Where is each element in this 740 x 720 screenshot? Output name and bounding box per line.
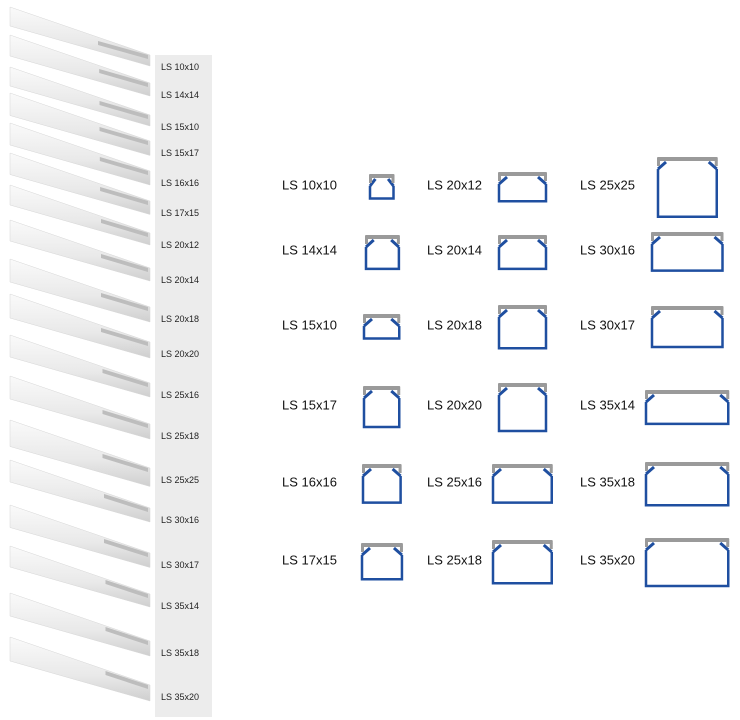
product-label: LS 20x14 bbox=[161, 275, 200, 285]
profile-label: LS 20x18 bbox=[427, 317, 482, 333]
profile-cross-section-icon bbox=[656, 156, 718, 218]
trunking-photo bbox=[9, 545, 151, 608]
trunking-photo bbox=[9, 504, 151, 568]
trunking-photo bbox=[9, 419, 151, 487]
trunking-photo bbox=[9, 258, 151, 323]
profile-cross-section-icon bbox=[369, 174, 395, 200]
profile-label: LS 30x16 bbox=[580, 242, 635, 258]
profile-cross-section-icon bbox=[650, 232, 724, 273]
trunking-photo bbox=[9, 152, 151, 215]
profile-cross-section-icon bbox=[644, 537, 730, 587]
product-label: LS 15x10 bbox=[161, 122, 200, 132]
profile-label: LS 20x20 bbox=[427, 397, 482, 413]
product-label: LS 15x17 bbox=[161, 148, 200, 158]
label-column bbox=[155, 55, 212, 717]
profile-label: LS 14x14 bbox=[282, 242, 337, 258]
profile-label: LS 30x17 bbox=[580, 317, 635, 333]
profile-cross-section-icon bbox=[361, 464, 403, 505]
trunking-photo bbox=[9, 293, 151, 359]
product-label: LS 30x17 bbox=[161, 560, 200, 570]
profile-cross-section-icon bbox=[644, 461, 730, 507]
profile-label: LS 25x25 bbox=[580, 177, 635, 193]
product-label: LS 20x12 bbox=[161, 240, 200, 250]
trunking-photo bbox=[9, 459, 151, 523]
profile-cross-section-icon bbox=[363, 386, 401, 429]
trunking-photo bbox=[9, 219, 151, 282]
profile-cross-section-icon bbox=[650, 306, 724, 349]
profile-label: LS 20x12 bbox=[427, 177, 482, 193]
profile-label: LS 15x17 bbox=[282, 397, 337, 413]
profile-label: LS 17x15 bbox=[282, 552, 337, 568]
profile-label: LS 35x20 bbox=[580, 552, 635, 568]
product-label: LS 35x14 bbox=[161, 601, 200, 611]
profile-cross-section-icon bbox=[497, 171, 547, 203]
profile-label: LS 15x10 bbox=[282, 317, 337, 333]
trunking-photo bbox=[9, 92, 151, 156]
profile-label: LS 35x14 bbox=[580, 397, 635, 413]
product-label: LS 20x20 bbox=[161, 349, 200, 359]
product-label: LS 16x16 bbox=[161, 178, 200, 188]
product-label: LS 14x14 bbox=[161, 90, 200, 100]
profile-cross-section-icon bbox=[491, 464, 553, 505]
profile-label: LS 25x16 bbox=[427, 474, 482, 490]
product-label: LS 35x20 bbox=[161, 692, 200, 702]
trunking-photo bbox=[9, 122, 151, 186]
product-label: LS 25x16 bbox=[161, 390, 200, 400]
product-label: LS 30x16 bbox=[161, 515, 200, 525]
profile-label: LS 10x10 bbox=[282, 177, 337, 193]
product-label: LS 35x18 bbox=[161, 648, 200, 658]
product-label: LS 20x18 bbox=[161, 314, 200, 324]
product-label: LS 25x25 bbox=[161, 475, 200, 485]
trunking-photo bbox=[9, 66, 151, 127]
trunking-photo bbox=[9, 636, 151, 702]
profile-label: LS 16x16 bbox=[282, 474, 337, 490]
profile-cross-section-icon bbox=[497, 382, 547, 432]
profile-label: LS 20x14 bbox=[427, 242, 482, 258]
product-label: LS 17x15 bbox=[161, 208, 200, 218]
profile-cross-section-icon bbox=[497, 304, 547, 350]
trunking-photo bbox=[9, 375, 151, 440]
profile-cross-section-icon bbox=[364, 234, 400, 270]
trunking-photo bbox=[9, 6, 151, 67]
profile-cross-section-icon bbox=[360, 543, 404, 581]
trunking-photo bbox=[9, 592, 151, 657]
profile-cross-section-icon bbox=[363, 314, 401, 340]
trunking-photo bbox=[9, 334, 151, 398]
profile-label: LS 25x18 bbox=[427, 552, 482, 568]
profile-cross-section-icon bbox=[644, 389, 730, 425]
profile-cross-section-icon bbox=[497, 234, 547, 270]
trunking-photo bbox=[9, 34, 151, 97]
trunking-photos bbox=[9, 6, 151, 702]
trunking-photo bbox=[9, 184, 151, 246]
product-label: LS 10x10 bbox=[161, 62, 200, 72]
product-label: LS 25x18 bbox=[161, 431, 200, 441]
profile-cross-section-icon bbox=[491, 539, 553, 585]
profile-label: LS 35x18 bbox=[580, 474, 635, 490]
